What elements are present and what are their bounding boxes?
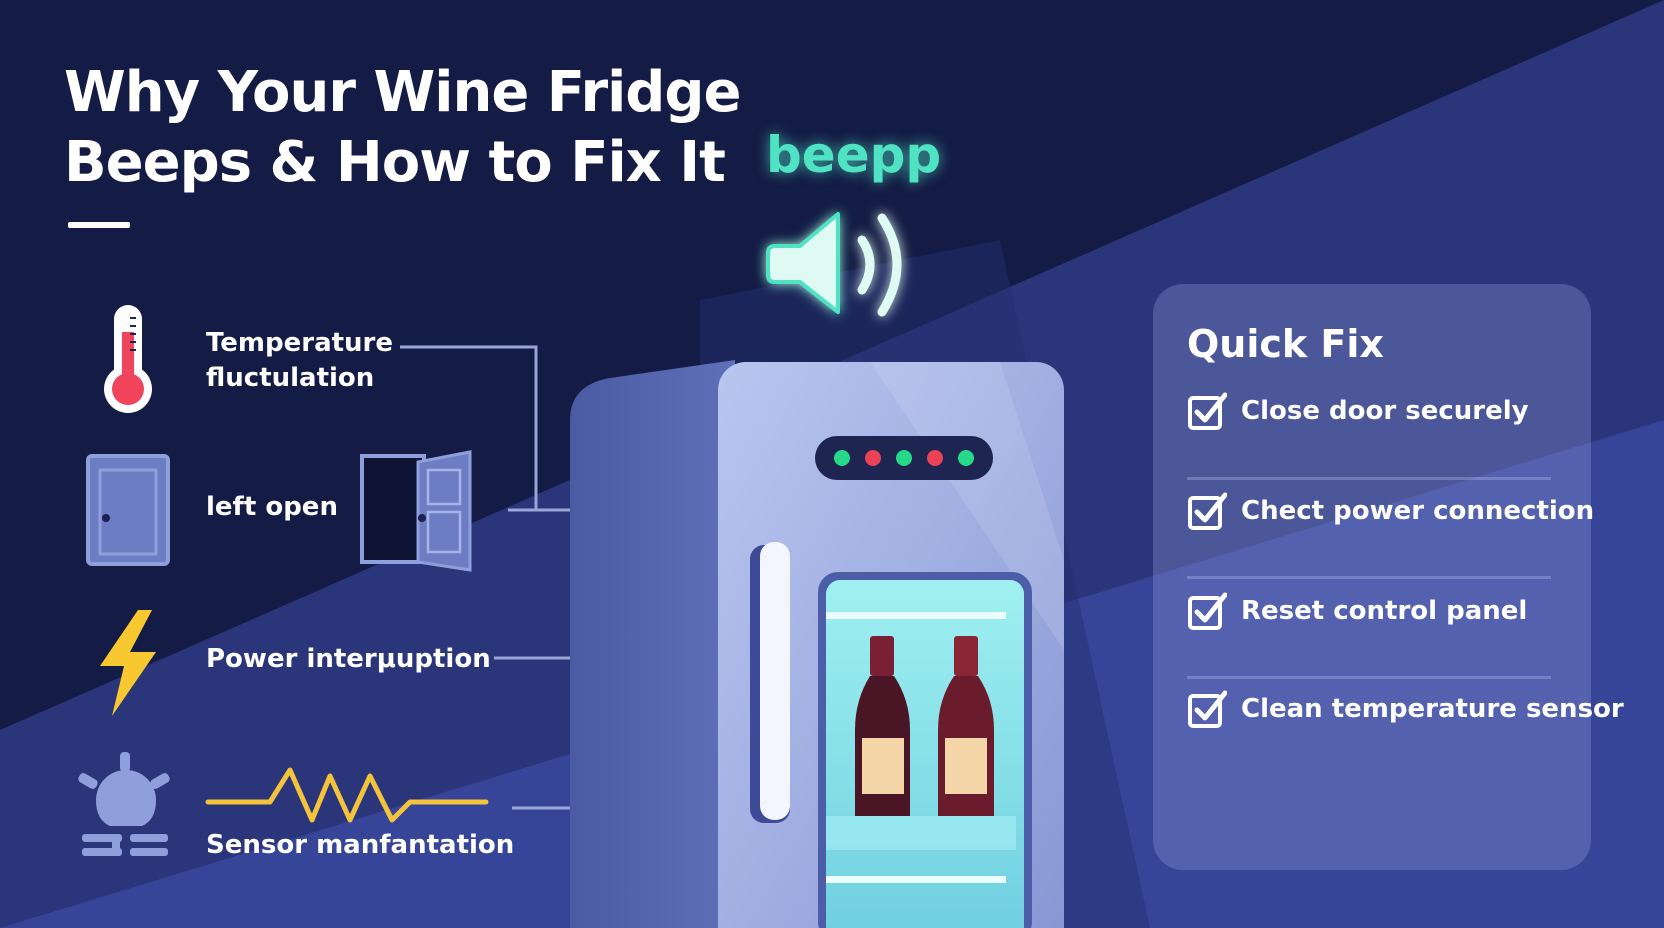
checkbox-checked-icon[interactable] <box>1187 491 1227 531</box>
fix-item-reset-panel[interactable]: Reset control panel <box>1187 588 1587 634</box>
checkbox-checked-icon[interactable] <box>1187 689 1227 729</box>
status-light <box>958 450 974 466</box>
open-door-icon <box>360 450 472 572</box>
wine-rack <box>826 612 1006 619</box>
status-light <box>834 450 850 466</box>
fix-label: Reset control panel <box>1241 596 1528 626</box>
fix-label: Clean temperature sensor <box>1241 694 1624 724</box>
door-icon <box>86 454 170 566</box>
quick-fix-title: Quick Fix <box>1187 322 1384 366</box>
fix-label: Chect power connection <box>1241 496 1595 526</box>
cause-temperature-label: Temperature fluctulation <box>206 326 393 396</box>
cause-sensor-label: Sensor manfantation <box>206 830 515 860</box>
wine-fridge <box>570 360 1064 928</box>
title-line-1: Why Your Wine Fridge <box>64 60 741 125</box>
waveform-icon <box>205 767 489 823</box>
cause-temperature-line2: fluctulation <box>206 363 375 393</box>
fridge-side <box>570 360 735 928</box>
cause-temperature-line1: Temperature <box>206 328 394 358</box>
wine-bottle <box>855 636 910 816</box>
divider <box>1187 477 1551 480</box>
fridge-handle <box>760 542 790 820</box>
cause-door-label: left open <box>206 492 338 522</box>
speaker-sound-icon <box>766 212 902 317</box>
wine-rack-lower <box>826 816 1016 850</box>
lightning-icon <box>100 610 156 716</box>
cause-power-label: Power interμuption <box>206 644 491 674</box>
quick-fix-panel: Quick Fix Close door securely Chect powe… <box>1153 284 1624 870</box>
wine-rack-bottom <box>826 876 1006 883</box>
wine-bottle <box>938 636 994 816</box>
title-line-2: Beeps & How to Fix It <box>64 130 726 195</box>
status-light <box>896 450 912 466</box>
fix-item-check-power[interactable]: Chect power connection <box>1187 488 1594 534</box>
title-underline <box>68 222 130 228</box>
checkbox-checked-icon[interactable] <box>1187 391 1227 431</box>
fix-item-close-door[interactable]: Close door securely <box>1187 388 1587 434</box>
sensor-icon <box>78 752 170 856</box>
divider <box>1187 576 1551 579</box>
status-light <box>865 450 881 466</box>
thermometer-icon <box>104 305 152 413</box>
fix-item-clean-sensor[interactable]: Clean temperature sensor <box>1187 686 1624 732</box>
beep-text: beepp <box>766 126 942 184</box>
status-light <box>927 450 943 466</box>
checkbox-checked-icon[interactable] <box>1187 591 1227 631</box>
divider <box>1187 676 1551 679</box>
fix-label: Close door securely <box>1241 396 1529 426</box>
